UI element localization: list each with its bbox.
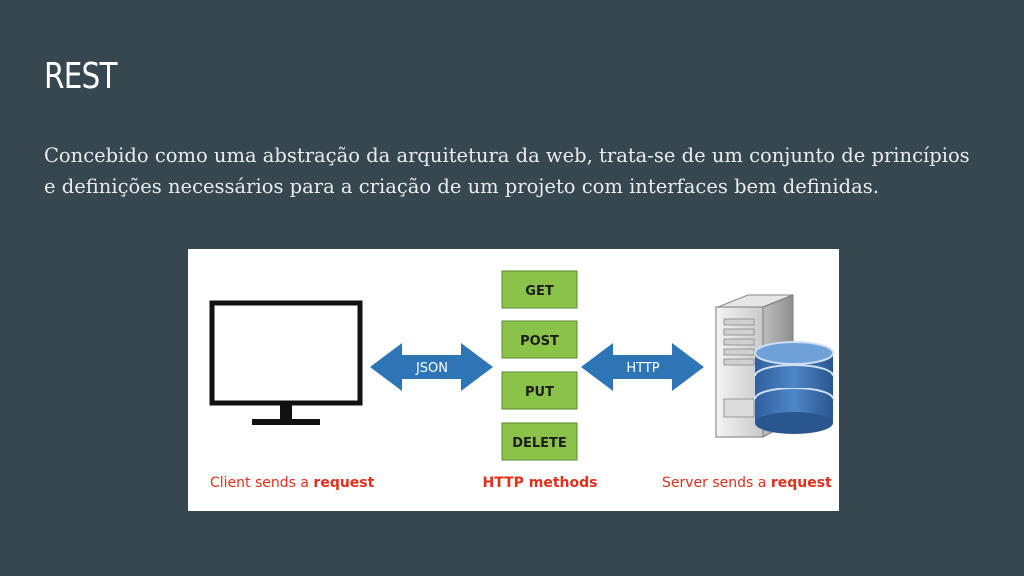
client-caption-bold: request (313, 475, 374, 491)
http-arrow: HTTP (581, 343, 704, 391)
http-arrow-label: HTTP (626, 361, 659, 376)
method-delete: DELETE (501, 422, 578, 461)
server-caption-prefix: Server sends a (662, 475, 771, 491)
method-post-label: POST (520, 334, 559, 349)
monitor-icon (209, 300, 363, 425)
slide-body-text: Concebido como uma abstração da arquitet… (44, 144, 970, 198)
method-delete-label: DELETE (512, 436, 567, 451)
client-caption-prefix: Client sends a (210, 475, 313, 491)
method-put: PUT (501, 371, 578, 410)
server-caption-bold: request (771, 475, 832, 491)
methods-caption: HTTP methods (483, 475, 598, 491)
json-arrow-label: JSON (415, 361, 448, 376)
method-put-label: PUT (525, 385, 554, 400)
slide-title: REST (44, 56, 117, 97)
method-get: GET (501, 270, 578, 309)
rest-diagram: JSON GET POST PUT DELETE HTTP (188, 249, 839, 511)
database-icon (754, 341, 834, 434)
json-arrow: JSON (370, 343, 493, 391)
method-get-label: GET (525, 284, 554, 299)
server-caption: Server sends a request (662, 475, 832, 491)
method-post: POST (501, 320, 578, 359)
client-caption: Client sends a request (210, 475, 375, 491)
